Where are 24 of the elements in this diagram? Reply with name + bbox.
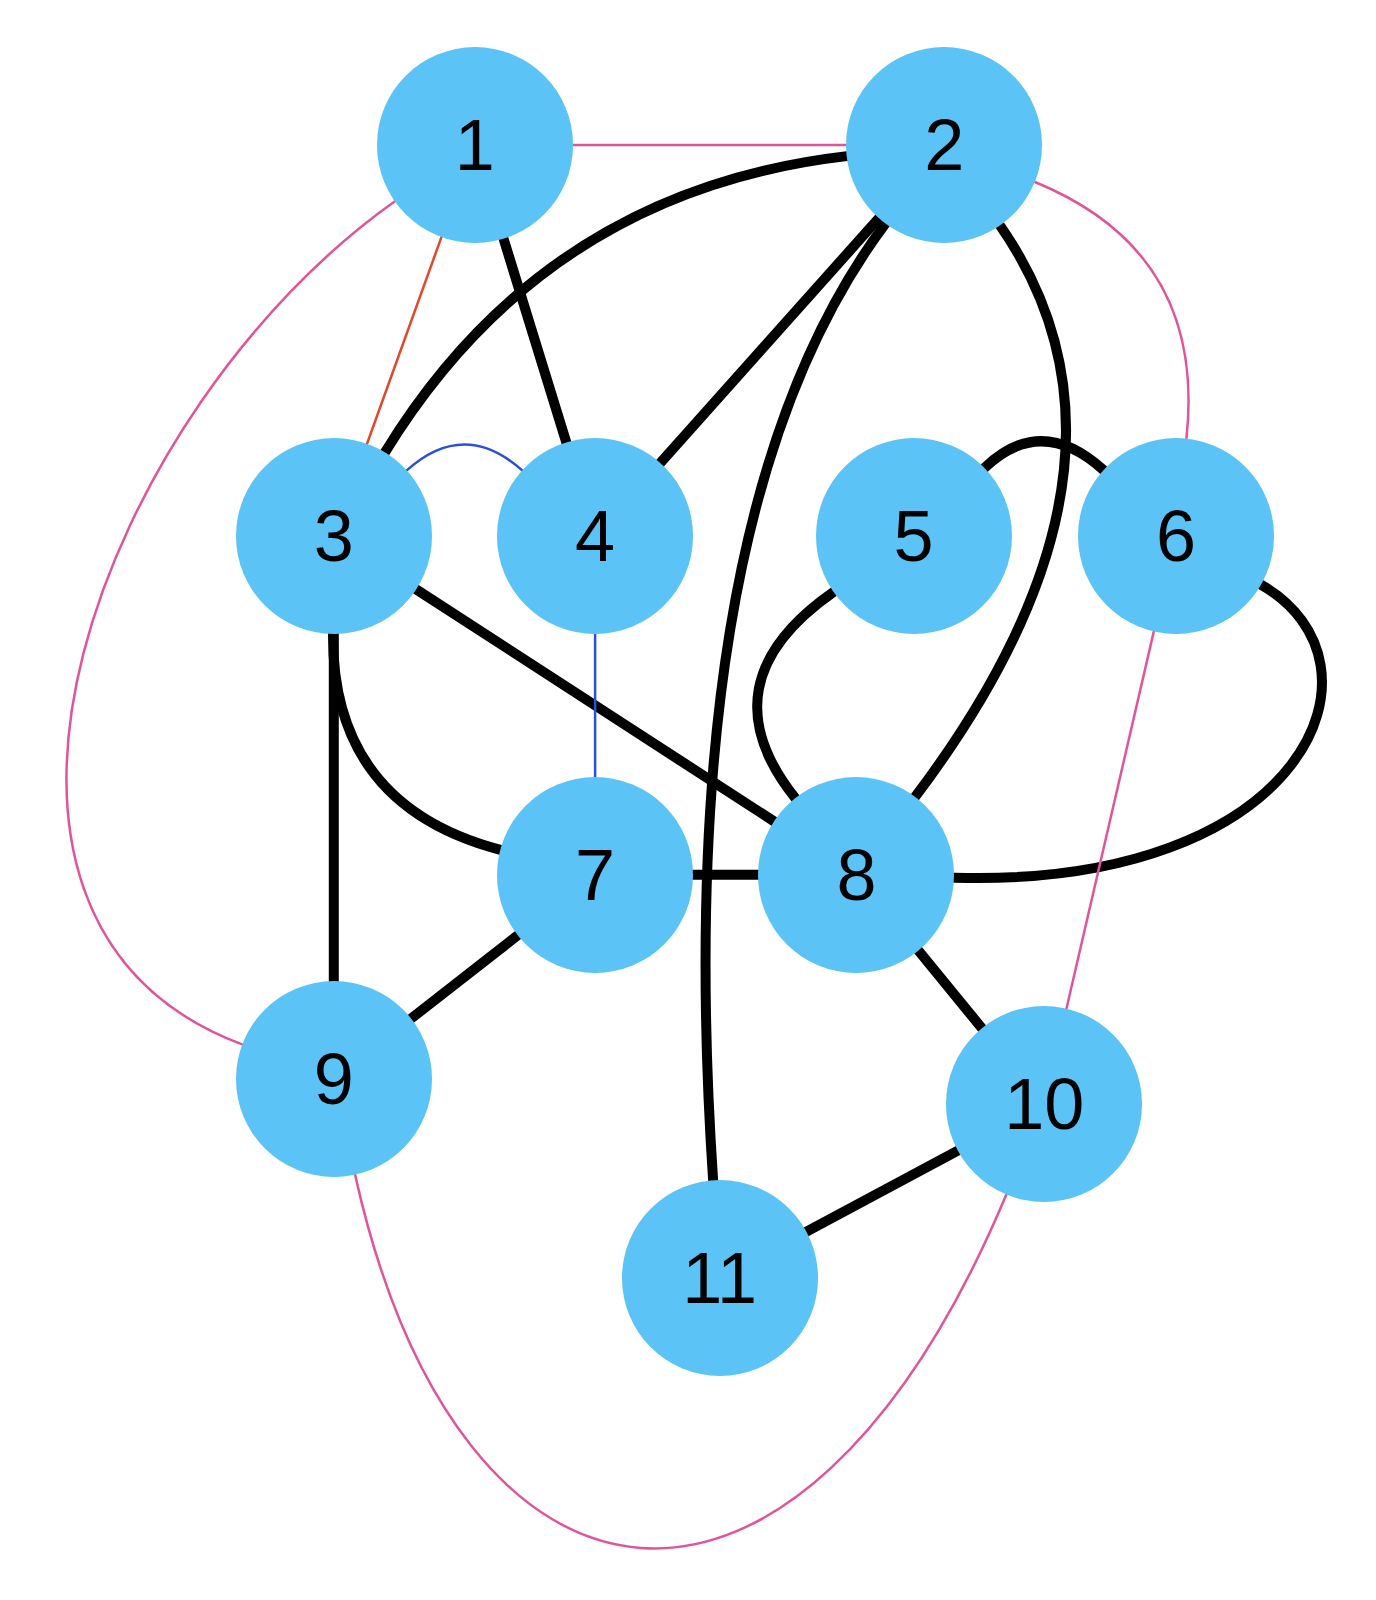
node-number: 7 [575,838,616,911]
node-number: 5 [893,499,934,572]
connector-line [571,143,848,147]
connector-line [406,930,523,1024]
node-number: 2 [924,108,965,181]
node-number: 4 [575,499,616,572]
connector-line [979,436,1109,475]
connector-line [1065,630,1156,1011]
connector-line [910,220,1071,802]
node-number: 10 [1004,1068,1085,1141]
node-number: 9 [313,1042,354,1115]
connector-line [353,1173,1008,1550]
node-number: 1 [454,108,495,181]
node-number: 6 [1155,499,1196,572]
node-number: 3 [313,499,354,572]
connector-line [405,443,524,472]
connector-line [365,235,443,445]
node-number: 8 [836,838,877,911]
node-number: 11 [682,1242,757,1314]
connector-line [593,632,597,779]
connector-line [655,213,884,468]
connector-line [913,945,988,1034]
connector-line [66,200,396,1046]
connector-line [1033,180,1190,440]
